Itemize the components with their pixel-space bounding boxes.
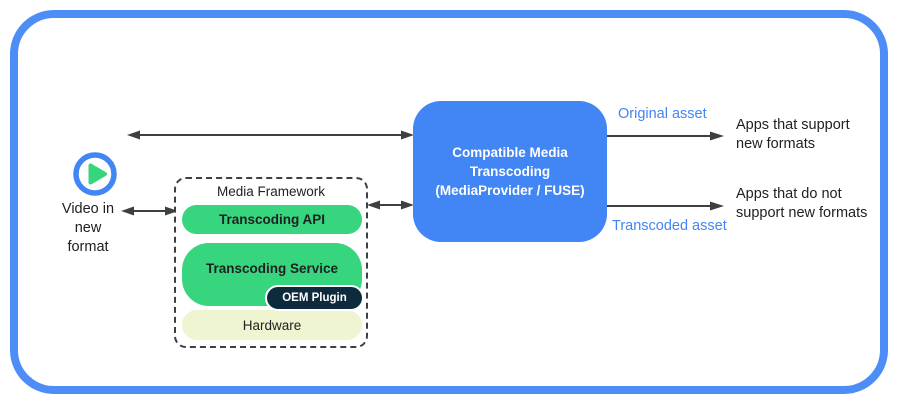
arrow-original-asset [607,131,724,141]
hardware-pill: Hardware [182,310,362,340]
video-source-label: Video in new format [61,201,115,255]
media-framework-box: Media Framework Transcoding API Transcod… [174,177,368,348]
transcoder-label: Compatible Media Transcoding (MediaProvi… [435,145,585,198]
transcoding-api-pill: Transcoding API [182,205,362,234]
apps-no-support-label: Apps that do not support new formats [736,186,868,221]
transcoded-asset-label: Transcoded asset [612,218,727,234]
transcoding-service-label: Transcoding Service [205,261,339,276]
play-icon [73,152,117,196]
apps-support-label: Apps that support new formats [736,117,850,152]
media-framework-title: Media Framework [216,184,326,199]
transcoder-box: Compatible Media Transcoding (MediaProvi… [413,101,607,242]
arrow-framework-transcoder [367,200,414,210]
oem-plugin-pill: OEM Plugin [265,285,364,311]
outer-frame [10,10,888,394]
arrow-transcoded-asset [607,201,724,211]
arrow-video-framework [121,206,178,216]
original-asset-label: Original asset [618,106,707,122]
transcoding-api-label: Transcoding API [218,212,326,227]
arrow-video-transcoder [127,130,414,140]
hardware-label: Hardware [242,317,302,333]
oem-plugin-label: OEM Plugin [282,292,347,304]
